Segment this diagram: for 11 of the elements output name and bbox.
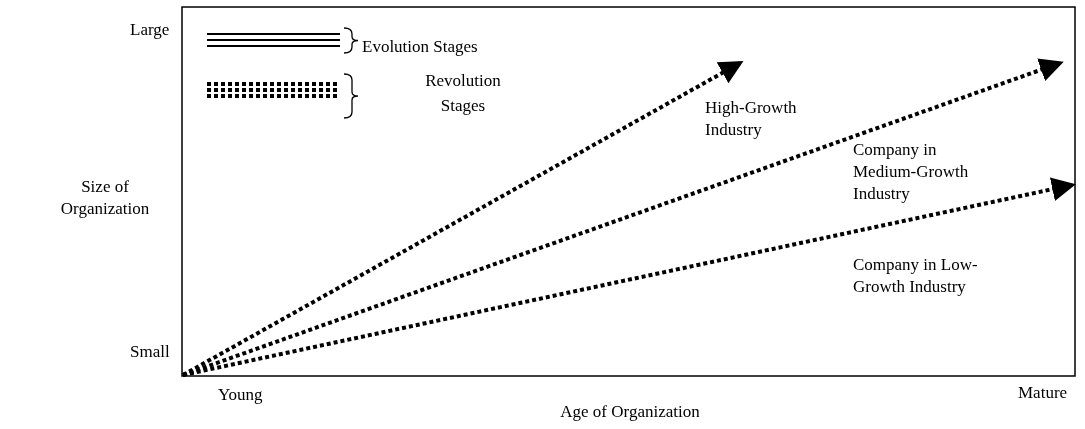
axis-tick-label: Young (218, 384, 264, 406)
axis-tick-label: Mature (1018, 382, 1069, 404)
axis-tick-label: Small (130, 341, 171, 363)
legend-label: Revolution Stages (424, 70, 502, 117)
line-label: Company in Low-Growth Industry (853, 254, 979, 298)
line-label: Company in Medium-Growth Industry (853, 139, 970, 205)
axis-title: Age of Organization (559, 401, 701, 423)
axis-tick-label: Large (130, 19, 171, 41)
axis-title: Size of Organization (59, 176, 151, 220)
legend-label: Evolution Stages (362, 36, 479, 58)
line-label: High-Growth Industry (705, 97, 798, 141)
